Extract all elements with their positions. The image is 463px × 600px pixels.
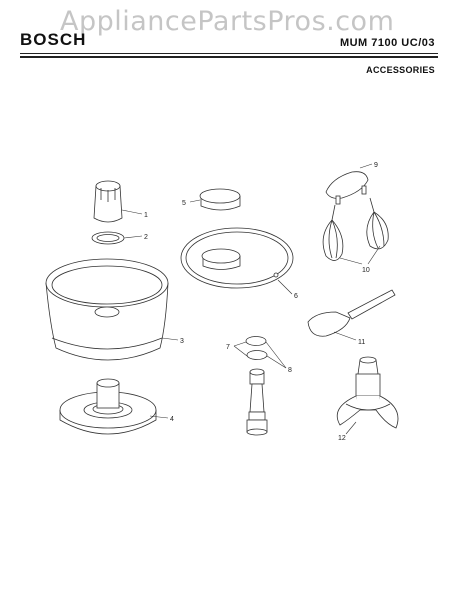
- callout-2: 2: [144, 234, 148, 241]
- part-5-small-seal: [199, 188, 241, 211]
- header-rule-thin: [20, 53, 438, 54]
- part-10-whisk-beaters: [322, 197, 389, 261]
- leader-lines: [121, 163, 381, 435]
- callout-6: 6: [294, 293, 298, 300]
- part-9-whisk-drive-head: [325, 171, 369, 205]
- callout-10: 10: [362, 267, 370, 274]
- part-11-spatula: [307, 289, 396, 337]
- callout-5: 5: [182, 200, 186, 207]
- header-rule-thick: [20, 56, 438, 58]
- callout-8: 8: [288, 367, 292, 374]
- part-7-8-drive-shaft: [245, 336, 268, 436]
- callout-11: 11: [358, 339, 365, 346]
- part-12-blade-assembly: [336, 356, 399, 429]
- callout-3: 3: [180, 338, 184, 345]
- section-title: ACCESSORIES: [366, 65, 435, 75]
- callout-4: 4: [170, 416, 174, 423]
- watermark-text: AppliancePartsPros.com: [60, 6, 395, 37]
- callout-7: 7: [226, 344, 230, 351]
- part-1-drive-coupling: [93, 180, 123, 223]
- part-6-bowl-lid: [180, 227, 294, 289]
- callout-9: 9: [374, 162, 378, 169]
- brand-logo: BOSCH: [20, 30, 87, 49]
- part-4-bowl-base: [59, 378, 157, 435]
- part-3-mixing-bowl: [45, 258, 169, 361]
- callout-1: 1: [144, 212, 148, 219]
- callout-12: 12: [338, 435, 346, 442]
- part-2-seal-ring: [91, 231, 125, 245]
- model-number: MUM 7100 UC/03: [339, 37, 435, 49]
